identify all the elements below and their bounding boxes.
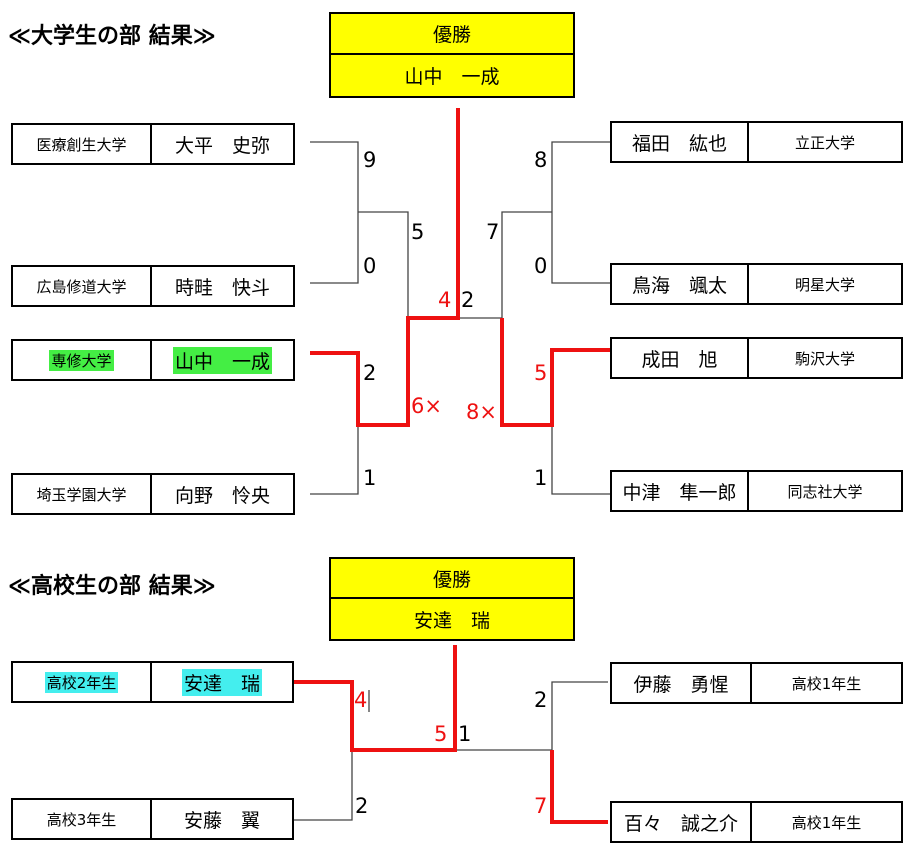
score-label: 8: [534, 148, 548, 172]
entry-player-name: 福田 紘也: [631, 132, 727, 155]
score-label: 0: [534, 254, 548, 278]
entry-hs-right-2: 百々 誠之介 高校1年生: [610, 801, 903, 843]
score-label: 7: [534, 794, 548, 818]
winner-path-lines: [292, 108, 610, 824]
entry-univ-left-1: 医療創生大学 大平 史弥: [11, 123, 295, 165]
score-label: 1: [458, 722, 472, 746]
entry-grade: 高校1年生: [750, 803, 901, 841]
university-champion-name: 山中 一成: [404, 66, 500, 88]
entry-player-name: 安達 瑞: [181, 668, 262, 696]
entry-player-name: 百々 誠之介: [623, 812, 738, 835]
university-champion-box: 優勝 山中 一成: [329, 12, 575, 98]
entry-grade: 高校1年生: [750, 664, 901, 702]
entry-player-name: 鳥海 颯太: [631, 274, 727, 297]
entry-university: 駒沢大学: [747, 339, 901, 377]
entry-university: 医療創生大学: [36, 135, 127, 154]
entry-university: 明星大学: [747, 265, 901, 303]
university-section-title: ≪大学生の部 結果≫: [8, 24, 216, 49]
entry-univ-right-4: 中津 隼一郎 同志社大学: [610, 470, 903, 512]
score-label: 1: [534, 466, 548, 490]
entry-univ-left-2: 広島修道大学 時畦 快斗: [11, 265, 295, 307]
score-label: 4: [354, 688, 368, 712]
normal-bracket-lines: [292, 141, 610, 821]
score-label: 2: [355, 794, 369, 818]
score-label: 0: [363, 254, 377, 278]
score-label: 5: [434, 722, 448, 746]
score-label: 6×: [411, 394, 442, 418]
entry-grade: 高校2年生: [44, 671, 119, 693]
highschool-champion-label: 優勝: [331, 559, 573, 599]
entry-univ-left-4: 埼玉学園大学 向野 怜央: [11, 473, 295, 515]
university-champion-label: 優勝: [331, 14, 573, 55]
entry-univ-right-1: 福田 紘也 立正大学: [610, 121, 903, 163]
entry-university: 立正大学: [747, 123, 901, 161]
entry-player-name: 中津 隼一郎: [622, 481, 737, 504]
score-label: 4: [438, 288, 452, 312]
score-label: 5: [534, 361, 548, 385]
highschool-champion-name: 安達 瑞: [413, 609, 490, 632]
score-label: 9: [363, 148, 377, 172]
entry-player-name: 大平 史弥: [150, 125, 293, 163]
score-label: 5: [411, 220, 425, 244]
entry-university: 埼玉学園大学: [36, 485, 127, 504]
entry-univ-left-3: 専修大学 山中 一成: [11, 339, 295, 381]
entry-hs-left-1: 高校2年生 安達 瑞: [11, 661, 294, 703]
score-label: 2: [461, 288, 475, 312]
score-label: 1: [363, 466, 377, 490]
entry-player-name: 安藤 翼: [150, 800, 292, 838]
highschool-section-title: ≪高校生の部 結果≫: [8, 574, 216, 599]
score-label: 2: [534, 688, 548, 712]
score-label: 8×: [466, 400, 497, 424]
entry-university: 専修大学: [49, 349, 114, 371]
entry-player-name: 向野 怜央: [150, 475, 293, 513]
entry-hs-right-1: 伊藤 勇惺 高校1年生: [610, 662, 903, 704]
entry-university: 同志社大学: [747, 472, 901, 510]
entry-university: 広島修道大学: [36, 277, 127, 296]
entry-hs-left-2: 高校3年生 安藤 翼: [11, 798, 294, 840]
entry-univ-right-2: 鳥海 颯太 明星大学: [610, 263, 903, 305]
entry-player-name: 山中 一成: [172, 346, 272, 374]
score-label: 7: [486, 220, 500, 244]
entry-univ-right-3: 成田 旭 駒沢大学: [610, 337, 903, 379]
entry-player-name: 成田 旭: [641, 348, 718, 371]
highschool-champion-box: 優勝 安達 瑞: [329, 557, 575, 641]
entry-player-name: 伊藤 勇惺: [633, 673, 729, 696]
entry-grade: 高校3年生: [46, 810, 117, 829]
score-label: 2: [363, 361, 377, 385]
entry-player-name: 時畦 快斗: [150, 267, 293, 305]
